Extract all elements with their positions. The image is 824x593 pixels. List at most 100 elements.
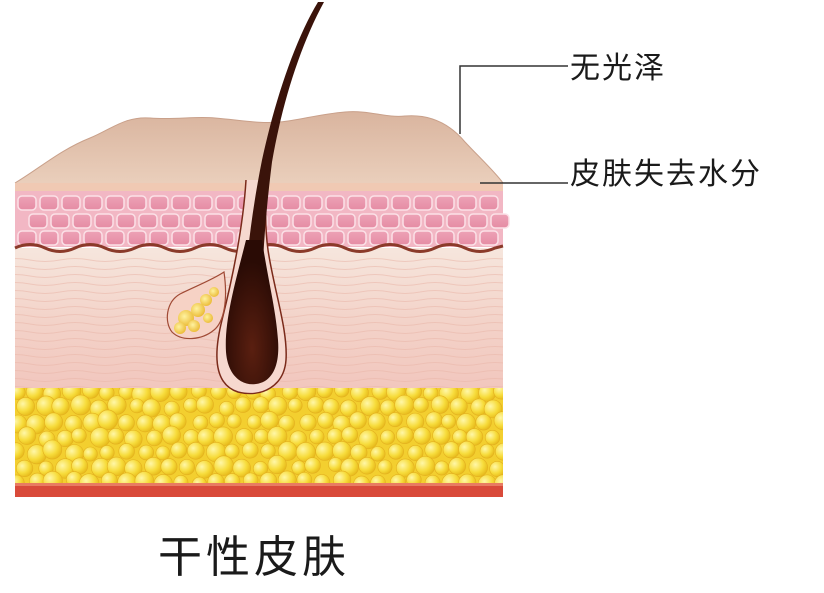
fat-cell xyxy=(475,414,492,431)
epidermis-cell xyxy=(50,213,70,229)
fat-cell xyxy=(316,388,333,399)
fat-cell xyxy=(341,426,359,444)
fat-cell xyxy=(241,441,259,459)
epidermis-cell xyxy=(127,195,147,211)
fat-cell xyxy=(432,426,451,445)
fat-cell xyxy=(367,412,386,431)
fat-cell xyxy=(134,471,155,484)
fat-cell xyxy=(405,388,422,400)
fat-cell xyxy=(422,388,439,401)
epidermis-cell xyxy=(171,230,191,246)
fat-cell xyxy=(117,414,135,432)
fat-cell xyxy=(315,441,335,461)
fat-cell xyxy=(353,475,371,484)
epidermis-cell xyxy=(457,230,477,246)
fat-cell xyxy=(296,472,313,484)
fat-cell xyxy=(304,457,321,474)
fat-cell xyxy=(155,445,171,461)
fat-cell xyxy=(413,426,431,445)
epidermis-cell xyxy=(292,213,312,229)
fat-cell xyxy=(441,414,457,429)
fat-cell xyxy=(395,458,415,478)
fat-cell xyxy=(267,426,288,447)
fat-cell xyxy=(370,446,386,462)
epidermis-cell xyxy=(149,230,169,246)
fat-cell xyxy=(407,445,424,461)
fat-cell xyxy=(413,396,429,413)
epidermis-cell xyxy=(281,230,301,246)
epidermis-cell xyxy=(105,230,125,246)
epidermis-cell xyxy=(424,213,444,229)
fat-cell xyxy=(232,458,251,478)
fat-cell xyxy=(97,409,118,431)
fat-cell xyxy=(15,442,25,460)
epidermis-cell xyxy=(479,195,499,211)
diagram-caption: 干性皮肤 xyxy=(158,532,350,583)
fat-cell xyxy=(242,472,259,484)
epidermis-cell xyxy=(17,195,37,211)
fat-cell xyxy=(430,395,450,414)
epidermis-cell xyxy=(149,195,169,211)
fat-cell xyxy=(328,457,343,472)
fat-cell xyxy=(246,414,262,430)
epidermis-cell xyxy=(446,213,466,229)
epidermis-cell xyxy=(413,230,433,246)
fat-cell xyxy=(296,388,317,402)
fat-cell xyxy=(186,441,205,460)
epidermis-cell xyxy=(281,195,301,211)
fat-cell xyxy=(141,398,161,418)
epidermis-cell xyxy=(116,213,136,229)
fat-cell xyxy=(89,427,111,448)
fat-cell xyxy=(299,414,317,431)
epidermis-cell xyxy=(94,213,114,229)
fat-cell xyxy=(138,444,154,461)
epidermis-cell xyxy=(457,195,477,211)
fat-cell xyxy=(195,460,214,479)
epidermis-cell xyxy=(105,195,125,211)
epidermis-cell xyxy=(204,213,224,229)
callout-label-dull: 无光泽 xyxy=(570,51,666,86)
epidermis-cell xyxy=(61,230,81,246)
fat-cell xyxy=(210,388,227,400)
fat-cell xyxy=(170,441,188,459)
epidermis-cell xyxy=(358,213,378,229)
fat-cell xyxy=(15,459,34,478)
fat-cell xyxy=(260,443,276,459)
fat-cell xyxy=(484,429,501,446)
fat-cell xyxy=(118,443,135,460)
fat-cell xyxy=(287,398,303,413)
epidermis-cell xyxy=(28,213,48,229)
fat-cell xyxy=(267,455,287,475)
fat-cell xyxy=(169,388,188,401)
fat-cell xyxy=(253,428,270,444)
hair-shaft xyxy=(244,2,324,300)
fat-cell xyxy=(17,426,37,445)
fat-cell xyxy=(307,396,325,414)
fat-cell xyxy=(71,427,87,444)
fat-cell xyxy=(415,456,436,476)
fat-cells xyxy=(15,388,503,484)
fat-cell xyxy=(107,428,125,445)
fat-cell xyxy=(234,396,252,413)
fat-cell xyxy=(259,472,278,484)
epidermis-cell xyxy=(369,230,389,246)
fat-cell xyxy=(339,399,358,417)
epidermis-cell xyxy=(391,195,411,211)
fat-cell xyxy=(390,474,407,484)
epidermis-cell xyxy=(369,195,389,211)
fat-cell xyxy=(129,398,145,414)
fat-cell xyxy=(317,412,334,429)
fat-cell xyxy=(82,446,98,462)
epidermis-cell xyxy=(347,195,367,211)
epidermis-cell xyxy=(391,230,411,246)
epidermis-cell xyxy=(215,230,235,246)
epidermis-cell xyxy=(435,230,455,246)
hair-bulb xyxy=(225,240,279,385)
fat-cell xyxy=(448,457,466,475)
fat-cell xyxy=(434,460,450,476)
epidermis-cell xyxy=(215,195,235,211)
epidermis-cell xyxy=(138,213,158,229)
fat-cell xyxy=(178,459,195,476)
fat-cell xyxy=(332,470,352,484)
